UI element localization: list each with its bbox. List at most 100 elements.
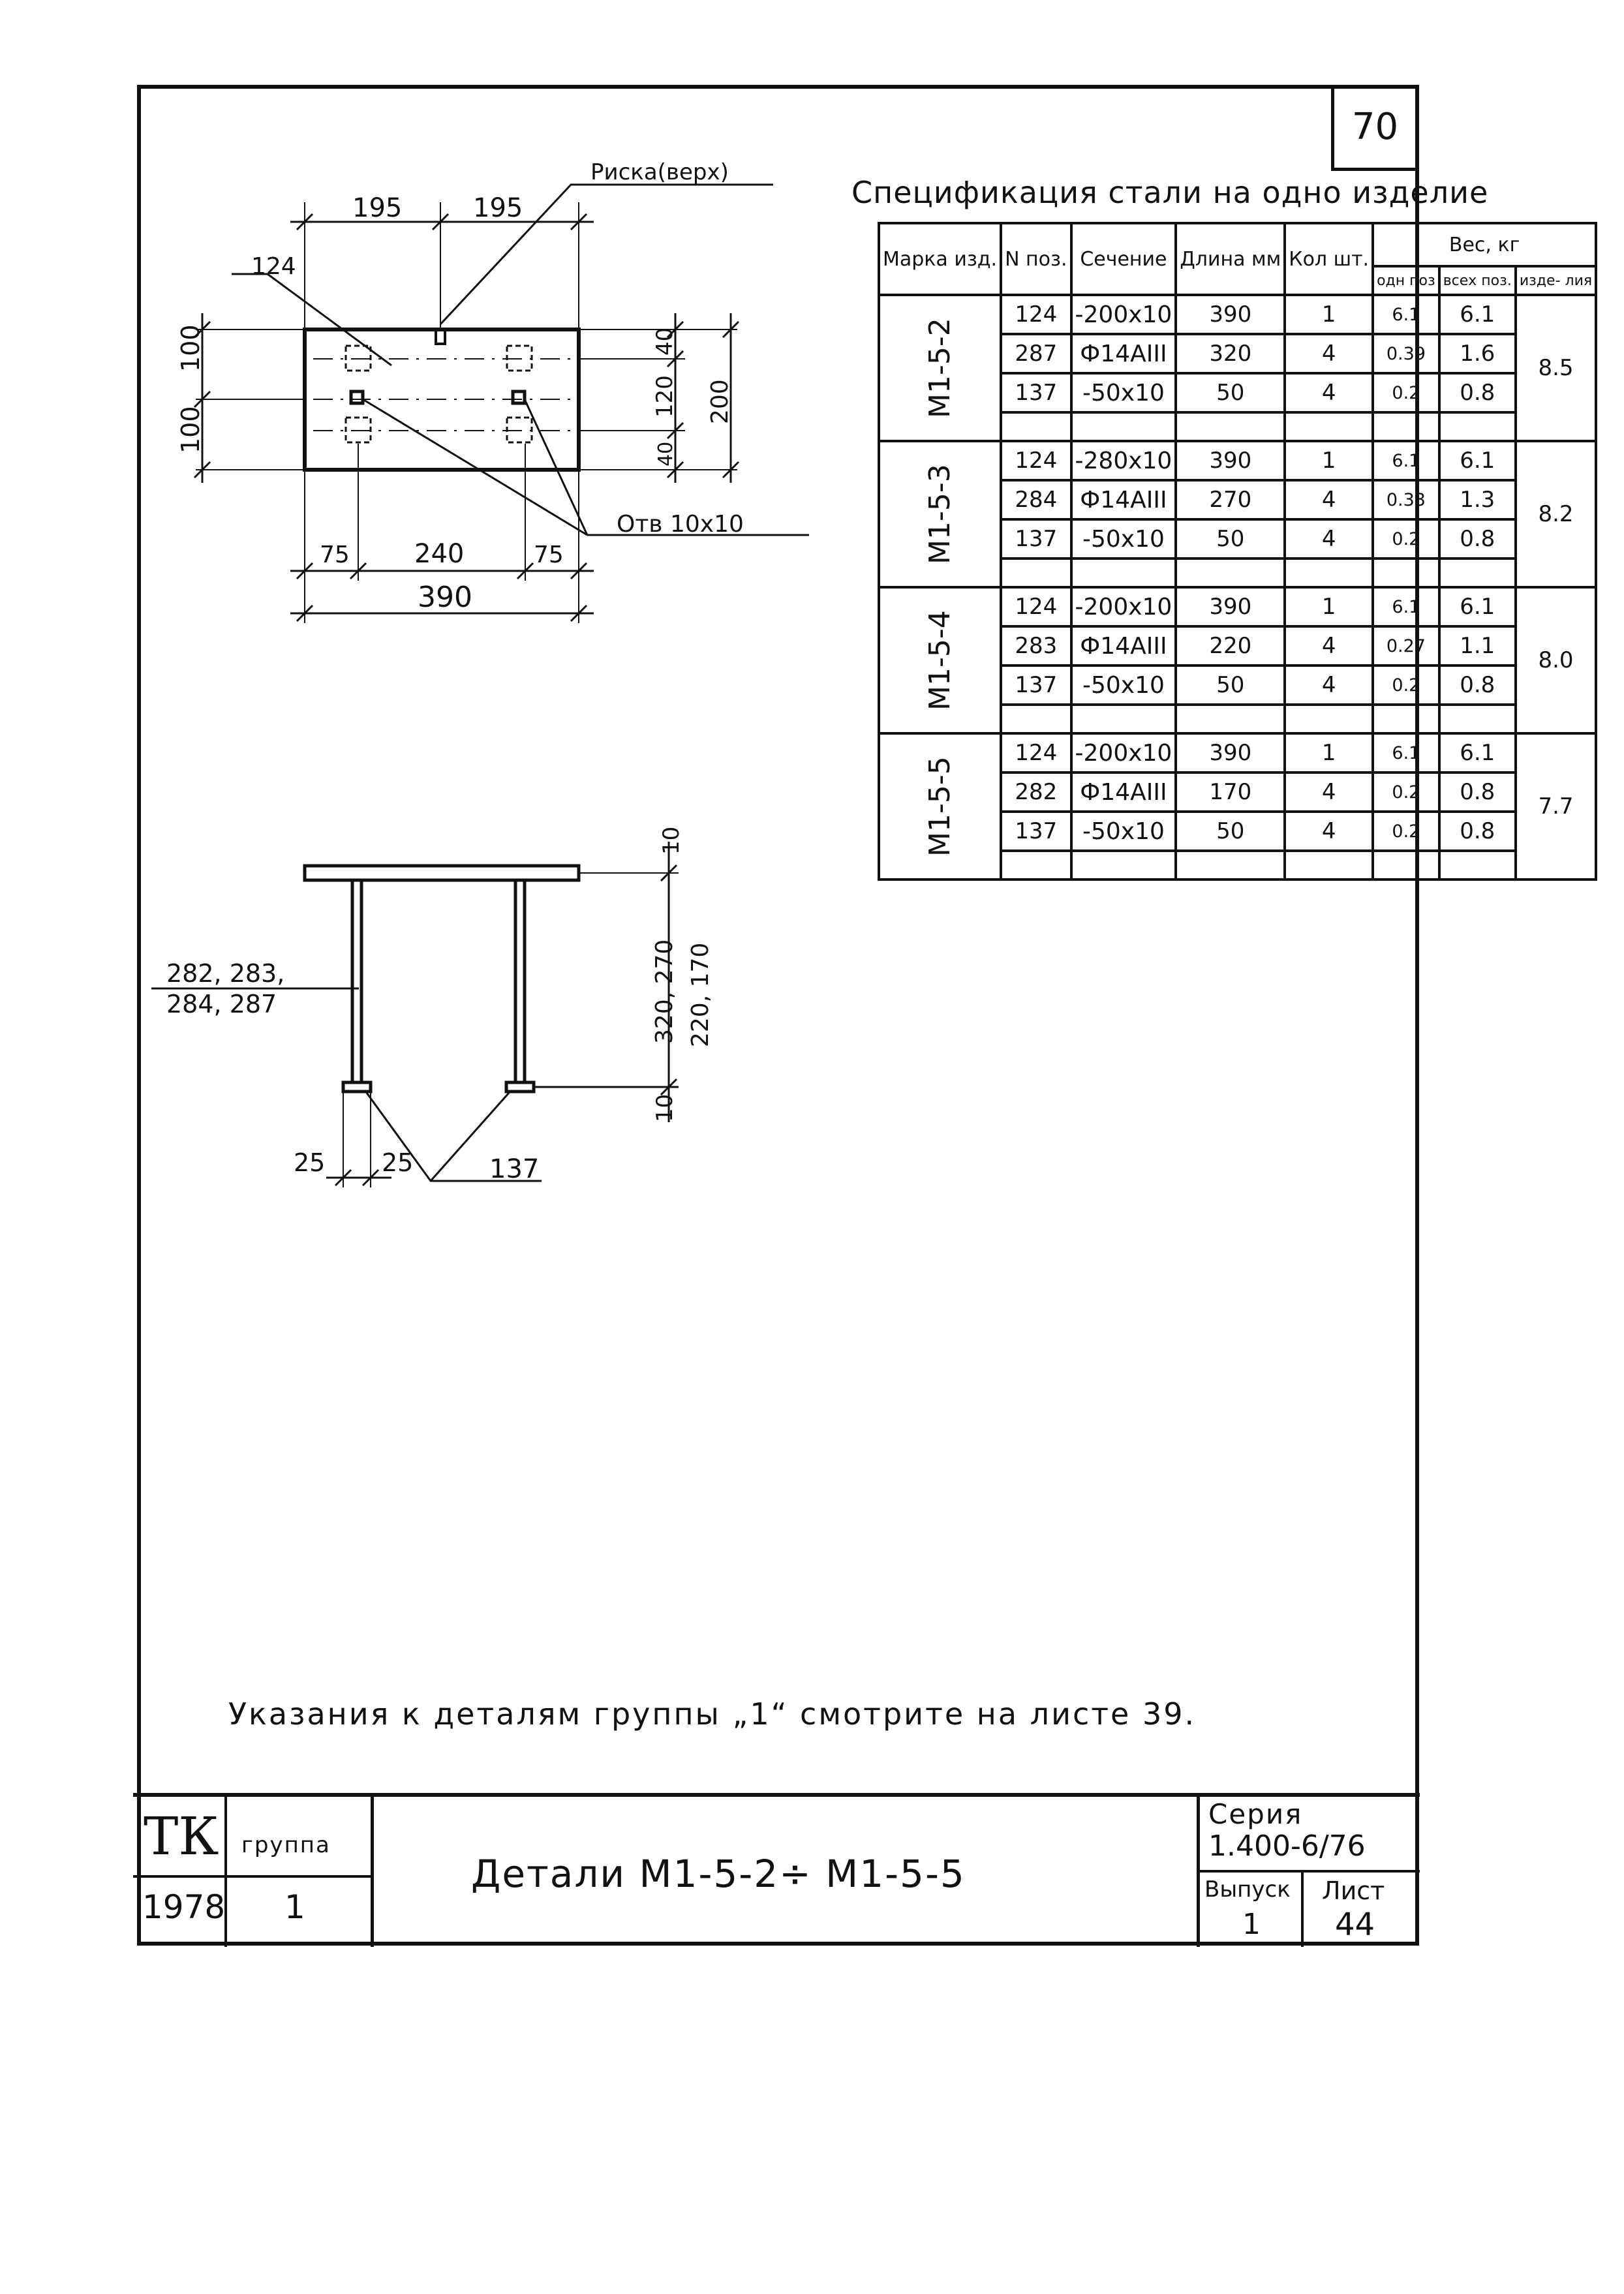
- dim-left-bottom: 100: [176, 406, 205, 453]
- empty-cell: [1371, 703, 1441, 735]
- pos-cell: 124: [1000, 586, 1073, 628]
- table-row-empty: [879, 703, 1596, 735]
- title-block: ТК группа 1978 1 Детали М1-5-2÷ М1-5-5 С…: [133, 1793, 1420, 1947]
- section-cell: Ф14АIII: [1069, 771, 1178, 813]
- dim-right-40-bottom: 40: [654, 442, 677, 466]
- all-cell: 1.3: [1437, 479, 1517, 521]
- dim-left-top: 100: [176, 324, 205, 372]
- empty-cell: [1437, 703, 1517, 735]
- item-weight-cell: 8.5: [1514, 294, 1598, 442]
- section-cell: -280x10: [1069, 440, 1178, 482]
- section-cell: Ф14АIII: [1069, 625, 1178, 667]
- length-cell: 50: [1174, 664, 1287, 706]
- sheet-number: 70: [1331, 86, 1416, 171]
- one-cell: 0.2: [1371, 771, 1441, 813]
- one-cell: 0.39: [1371, 333, 1441, 375]
- pos-cell: 124: [1000, 440, 1073, 482]
- header-length: Длина мм: [1174, 222, 1287, 296]
- dim-right-120: 120: [652, 375, 678, 418]
- empty-cell: [1283, 849, 1375, 881]
- dim-bottom-75-right: 75: [534, 542, 564, 568]
- length-cell: 220: [1174, 625, 1287, 667]
- item-weight-cell: 7.7: [1514, 732, 1598, 881]
- empty-cell: [1000, 703, 1073, 735]
- dim-bottom-390: 390: [418, 581, 472, 614]
- all-cell: 6.1: [1437, 440, 1517, 482]
- all-cell: 1.6: [1437, 333, 1517, 375]
- sheet-value: 44: [1335, 1906, 1375, 1943]
- length-cell: 50: [1174, 518, 1287, 560]
- one-cell: 6.1: [1371, 294, 1441, 335]
- pos-cell: 137: [1000, 664, 1073, 706]
- empty-cell: [1000, 849, 1073, 881]
- qty-cell: 4: [1283, 479, 1375, 521]
- header-section: Сечение: [1069, 222, 1178, 296]
- qty-cell: 1: [1283, 294, 1375, 335]
- label-riska: Риска(верх): [590, 159, 729, 185]
- table-row-empty: [879, 557, 1596, 589]
- label-bars-2: 284, 287: [166, 990, 277, 1018]
- dim-right-200: 200: [707, 379, 733, 424]
- length-cell: 390: [1174, 586, 1287, 628]
- empty-cell: [1069, 849, 1178, 881]
- pos-cell: 284: [1000, 479, 1073, 521]
- section-cell: -200x10: [1069, 294, 1178, 335]
- series-label: Серия: [1208, 1798, 1303, 1830]
- empty-cell: [1069, 557, 1178, 589]
- header-weight-item: изде- лия: [1514, 265, 1598, 296]
- section-cell: -50x10: [1069, 518, 1178, 560]
- empty-cell: [1000, 557, 1073, 589]
- group-label: группа: [241, 1832, 331, 1858]
- empty-cell: [1437, 849, 1517, 881]
- label-bars-1: 282, 283,: [166, 959, 284, 988]
- item-weight-cell: 8.0: [1514, 586, 1598, 735]
- group-value: 1: [284, 1888, 305, 1926]
- dim-right-40-top: 40: [652, 328, 678, 356]
- pos-cell: 287: [1000, 333, 1073, 375]
- length-cell: 50: [1174, 810, 1287, 852]
- series-value: 1.400-6/76: [1208, 1829, 1366, 1863]
- qty-cell: 4: [1283, 372, 1375, 414]
- qty-cell: 1: [1283, 586, 1375, 628]
- bar-positions: [345, 328, 533, 444]
- one-cell: 0.2: [1371, 810, 1441, 852]
- one-cell: 6.1: [1371, 732, 1441, 774]
- empty-cell: [1283, 411, 1375, 442]
- dim-side-top: 10: [658, 827, 684, 855]
- empty-cell: [1174, 557, 1287, 589]
- header-mark: Марка изд.: [877, 222, 1003, 296]
- side-plate: [303, 864, 581, 882]
- empty-cell: [1437, 557, 1517, 589]
- qty-cell: 4: [1283, 664, 1375, 706]
- pos-cell: 137: [1000, 518, 1073, 560]
- one-cell: 0.2: [1371, 664, 1441, 706]
- section-cell: Ф14АIII: [1069, 479, 1178, 521]
- table-row-empty: [879, 849, 1596, 881]
- spec-table: Марка изд. N поз. Сечение Длина мм Кол ш…: [877, 222, 1598, 881]
- year: 1978: [142, 1888, 226, 1926]
- dim-top-right: 195: [473, 193, 523, 223]
- drawing-frame: [137, 85, 1419, 1946]
- plan-view: [193, 183, 809, 623]
- empty-cell: [1437, 411, 1517, 442]
- length-cell: 390: [1174, 732, 1287, 774]
- issue-label: Выпуск: [1204, 1876, 1291, 1903]
- empty-cell: [1000, 411, 1073, 442]
- empty-cell: [1371, 411, 1441, 442]
- sheet-label: Лист: [1322, 1876, 1385, 1905]
- dim-25-right: 25: [382, 1148, 413, 1177]
- all-cell: 0.8: [1437, 810, 1517, 852]
- mark-cell: М1-5-5: [879, 733, 1002, 879]
- mark-cell: М1-5-4: [879, 587, 1002, 733]
- empty-cell: [1069, 411, 1178, 442]
- all-cell: 6.1: [1437, 294, 1517, 335]
